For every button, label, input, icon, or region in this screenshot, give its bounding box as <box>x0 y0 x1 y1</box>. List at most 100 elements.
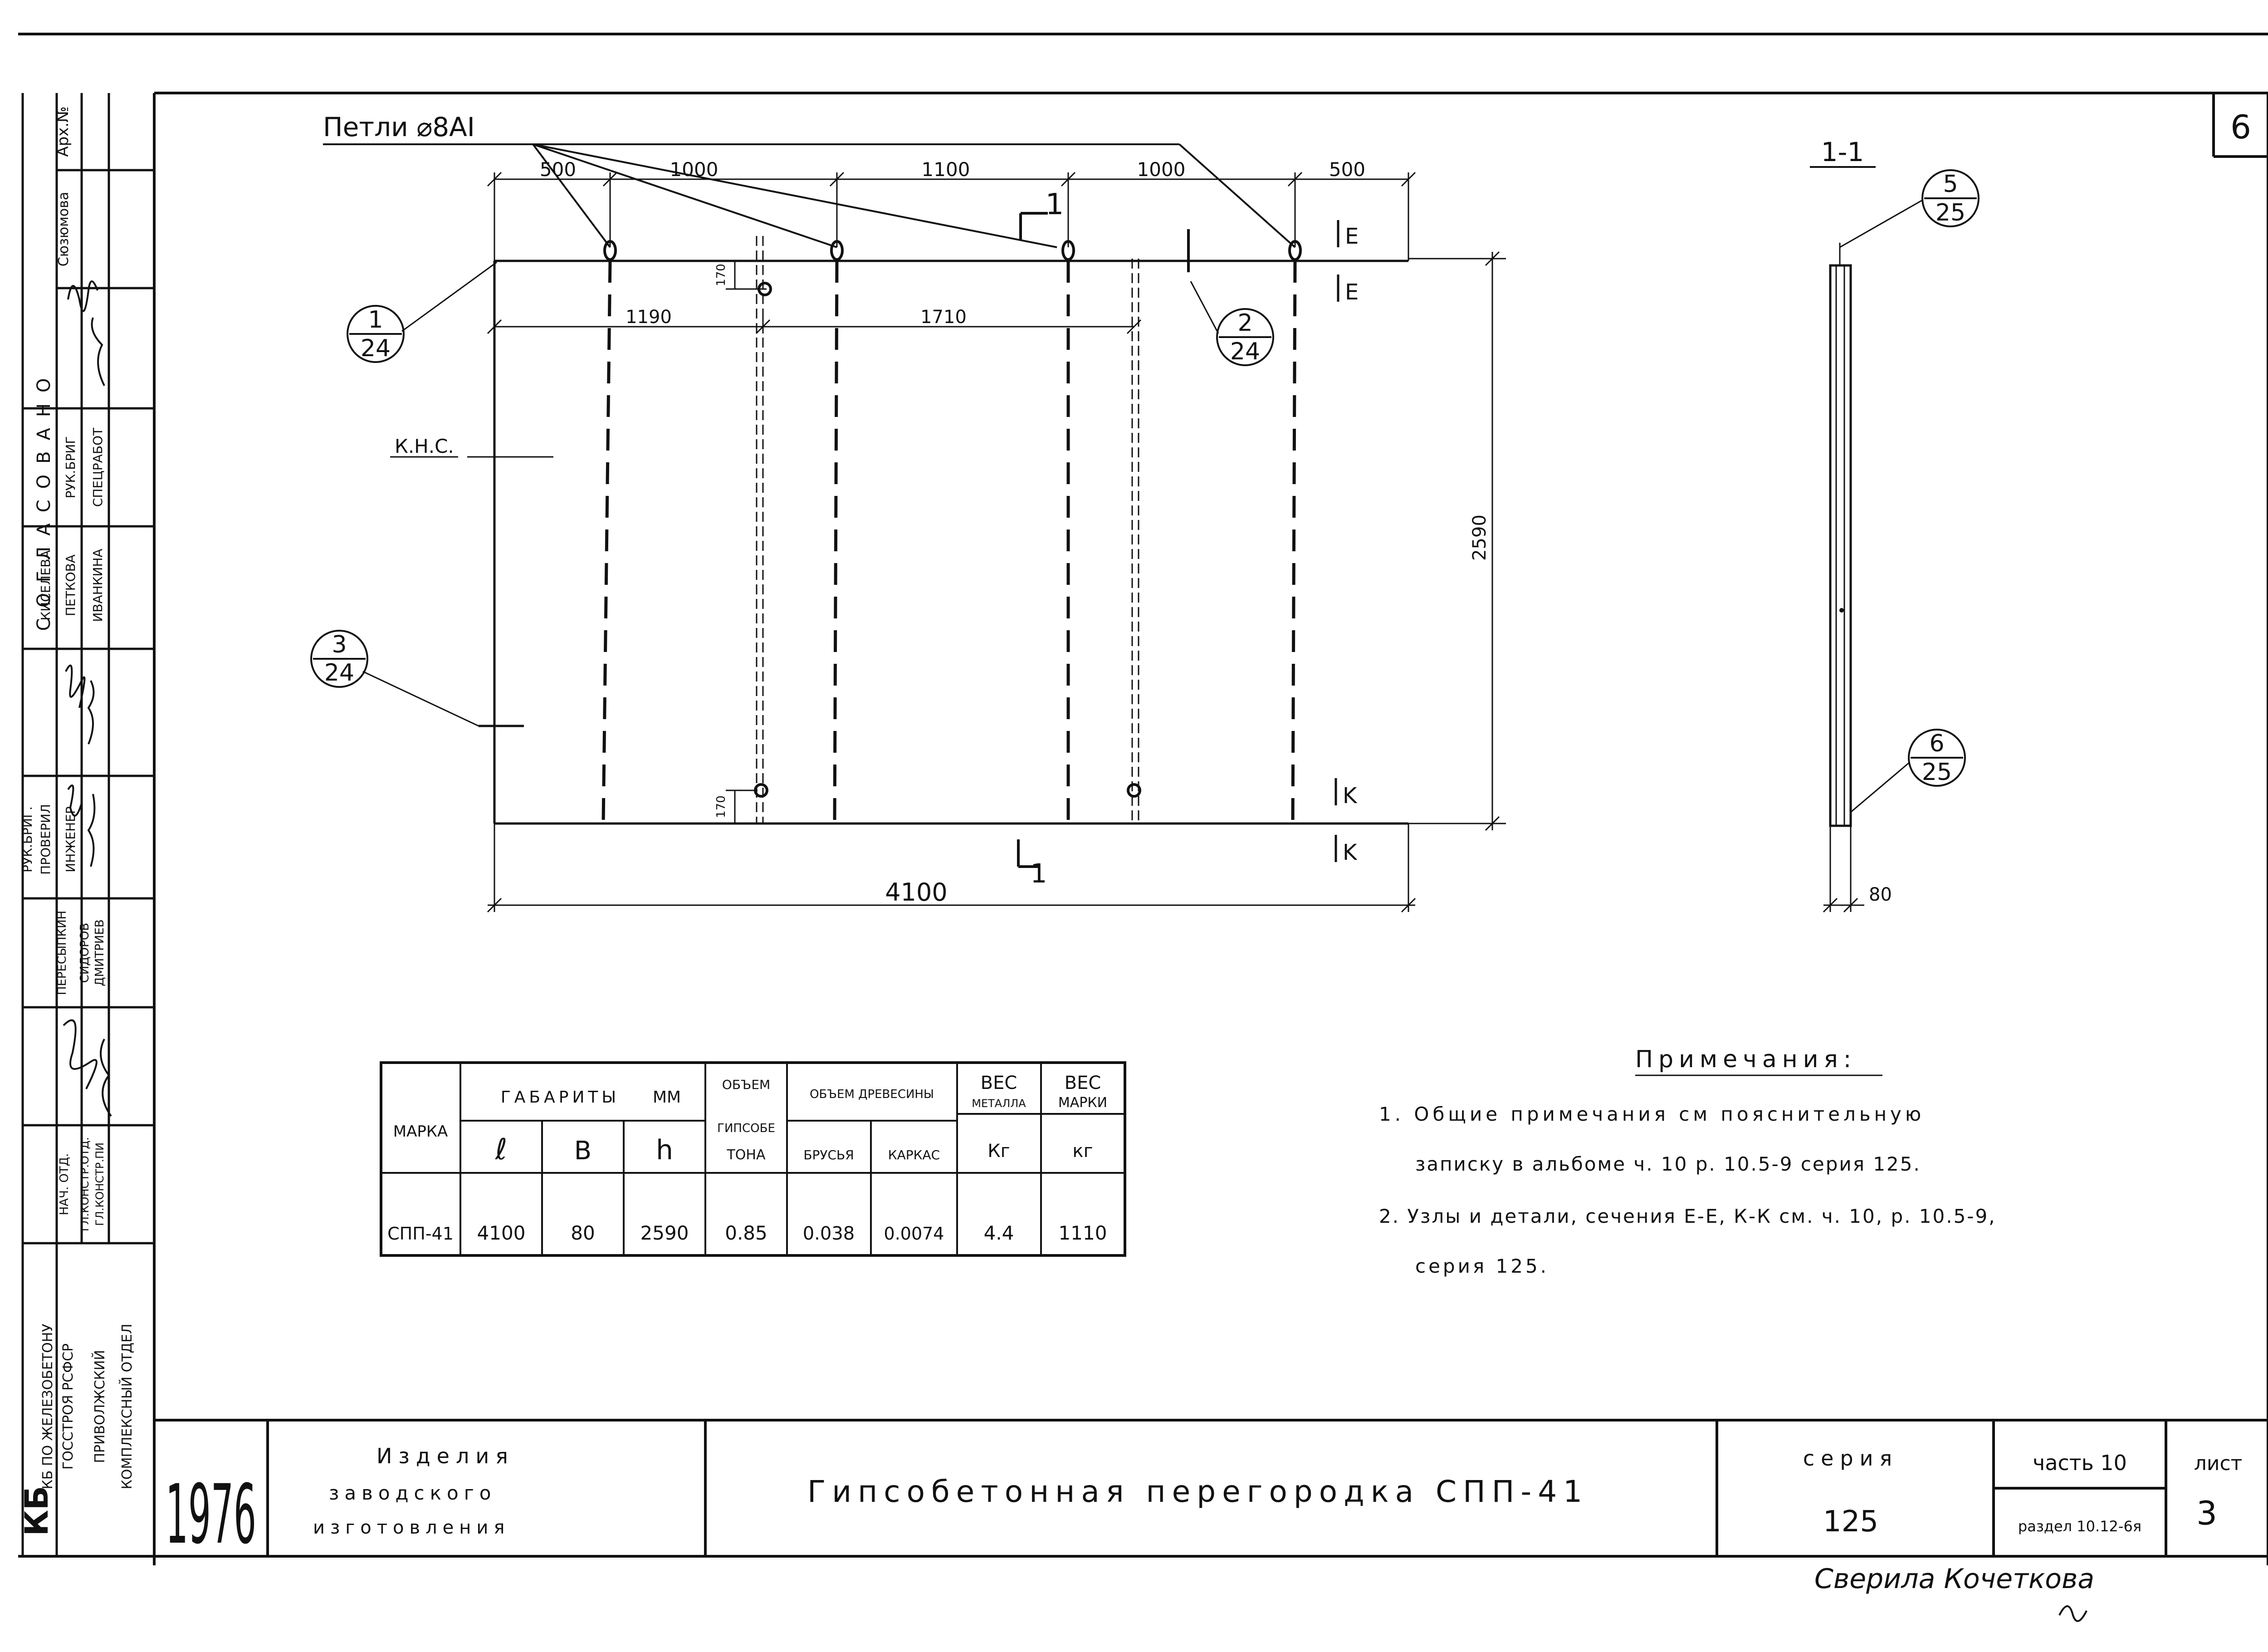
inner-dimensions <box>487 261 1142 824</box>
dim-top-5: 500 <box>1329 158 1365 181</box>
stamp-proveril: ПРОВЕРИЛ <box>38 804 53 875</box>
stamp-signatures <box>63 280 112 1117</box>
dim-height: 2590 <box>1469 515 1490 561</box>
title-block <box>153 1420 2167 1556</box>
th-mm: ММ <box>653 1088 681 1107</box>
th-l: ℓ <box>495 1133 507 1167</box>
td-l: 4100 <box>477 1222 526 1244</box>
loops-leader: Петли ⌀8АI <box>323 112 1296 248</box>
marker-5-top: 5 <box>1943 171 1958 198</box>
marker-5-bottom: 25 <box>1936 199 1965 226</box>
dim-1710: 1710 <box>920 307 967 328</box>
sheet-number: 6 <box>2230 108 2251 146</box>
td-vesmet: 4.4 <box>984 1222 1014 1244</box>
marker-1-top: 1 <box>368 306 383 333</box>
stamp-ruk: РУК.БРИГ <box>63 436 78 499</box>
stamp-petkova: ПЕТКОВА <box>63 554 78 616</box>
th-obem-1: ОБЪЕМ <box>722 1077 770 1092</box>
marker-3-bottom: 24 <box>324 659 354 686</box>
cut-e-2: E <box>1345 279 1359 305</box>
marker-1-bottom: 24 <box>361 335 391 362</box>
izd-1: Изделия <box>376 1444 514 1468</box>
td-h: 2590 <box>640 1222 689 1244</box>
notes: Примечания: 1. Общие примечания см поясн… <box>1379 1046 1996 1277</box>
marker-1-24: 1 24 <box>347 261 497 363</box>
th-kg-1: Кг <box>987 1141 1010 1162</box>
th-marka: МАРКА <box>393 1123 448 1141</box>
total-dimension <box>487 824 1416 913</box>
th-vesmet-2: МЕТАЛЛА <box>972 1097 1026 1110</box>
kns-label: К.Н.С. <box>395 435 454 457</box>
stamp-kb-4: КОМПЛЕКСНЫЙ ОТДЕЛ <box>119 1324 135 1489</box>
dim-top-1: 500 <box>540 158 576 181</box>
th-drev: ОБЪЕМ ДРЕВЕСИНЫ <box>810 1088 934 1101</box>
list-label: лист <box>2194 1452 2243 1475</box>
sheet-frame <box>18 33 2268 1565</box>
note-2a: 2. Узлы и детали, сечения Е-Е, К-К см. ч… <box>1379 1205 1996 1227</box>
marker-3-top: 3 <box>332 631 347 658</box>
izd-3: изготовления <box>313 1517 510 1538</box>
cut-marks <box>1334 220 1339 862</box>
cut-k-2: K <box>1343 840 1358 865</box>
note-1a: 1. Общие примечания см пояснительную <box>1379 1103 1925 1125</box>
marker-2-24: 2 24 <box>1190 281 1274 366</box>
height-dimension <box>1408 251 1506 831</box>
dim-1190: 1190 <box>626 307 672 328</box>
th-brusya: БРУСЬЯ <box>803 1147 854 1162</box>
marker-6-25: 6 25 <box>1850 729 1966 813</box>
th-kg-2: кг <box>1072 1141 1093 1162</box>
stamp-spec: СПЕЦРАБОТ <box>90 427 105 507</box>
stamp-kiseleva: КИСЕЛЕВА <box>38 550 53 620</box>
td-b: 80 <box>571 1222 595 1244</box>
list-value: 3 <box>2196 1494 2217 1532</box>
year: 1976 <box>166 1467 256 1562</box>
stamp-rukbrig: РУК.БРИГ. <box>20 806 35 873</box>
section-label-top: 1 <box>1046 188 1064 221</box>
marker-2-bottom: 24 <box>1230 338 1260 365</box>
stamp-gl-konstr-2: ГЛ.КОНСТР.ПИ <box>93 1142 106 1226</box>
stamp-dmitriev: ДМИТРИЕВ <box>93 919 107 986</box>
th-vesmet-1: ВЕС <box>981 1073 1017 1093</box>
dim-170-bottom: 170 <box>714 795 728 818</box>
section-cut-bottom <box>1017 839 1039 868</box>
dim-thickness: 80 <box>1869 884 1892 905</box>
th-b: B <box>574 1136 591 1166</box>
td-brusya: 0.038 <box>803 1223 855 1244</box>
spec-table: МАРКА ГАБАРИТЫ ММ ℓ B h ОБЪЕМ ГИПСОБЕ ТО… <box>380 1061 1126 1257</box>
chast: часть 10 <box>2033 1451 2127 1475</box>
dim-top-4: 1000 <box>1137 158 1186 181</box>
notes-title: Примечания: <box>1635 1046 1857 1073</box>
izd-2: заводского <box>329 1482 496 1504</box>
td-vesmark: 1110 <box>1059 1222 1107 1244</box>
marker-2-top: 2 <box>1237 309 1252 337</box>
dim-top-2: 1000 <box>670 158 719 181</box>
marker-5-25: 5 25 <box>1839 169 1980 248</box>
razdel: раздел 10.12-6я <box>2018 1518 2141 1535</box>
loops-label: Петли ⌀8АI <box>323 112 475 142</box>
stamp-peresypkin: ПЕРЕСЫПКИН <box>55 911 69 995</box>
section-cut-top <box>1019 212 1190 272</box>
th-gabarity: ГАБАРИТЫ <box>501 1088 620 1107</box>
stamp-nach-otd: НАЧ. ОТД. <box>58 1153 71 1216</box>
cut-k-1: K <box>1343 783 1358 809</box>
verified-signature: Сверила Кочеткова <box>1814 1563 2094 1595</box>
th-h: h <box>656 1134 673 1166</box>
stamp-agreed: СОГЛАСОВАНО <box>34 367 54 631</box>
cut-e-1: E <box>1345 224 1359 249</box>
left-stamp <box>21 93 154 1556</box>
top-dimensions <box>487 172 1416 261</box>
section-1-1: 1-1 80 5 25 6 25 <box>1810 137 1980 913</box>
panel-elevation <box>493 236 1408 825</box>
stamp-soyuz: Сюзюмова <box>56 192 72 266</box>
td-obem: 0.85 <box>725 1222 767 1244</box>
th-vesmark-2: МАРКИ <box>1058 1095 1107 1111</box>
dim-170-top: 170 <box>714 264 728 286</box>
section-center-dot <box>1839 608 1844 613</box>
main-title: Гипсобетонная перегородка СПП-41 <box>807 1474 1589 1509</box>
th-vesmark-1: ВЕС <box>1065 1073 1101 1093</box>
marker-6-top: 6 <box>1929 730 1944 757</box>
stamp-kb-2: ГОССТРОЯ РСФСР <box>60 1343 76 1470</box>
stamp-kb-3: ПРИВОЛЖСКИЙ <box>92 1350 108 1463</box>
